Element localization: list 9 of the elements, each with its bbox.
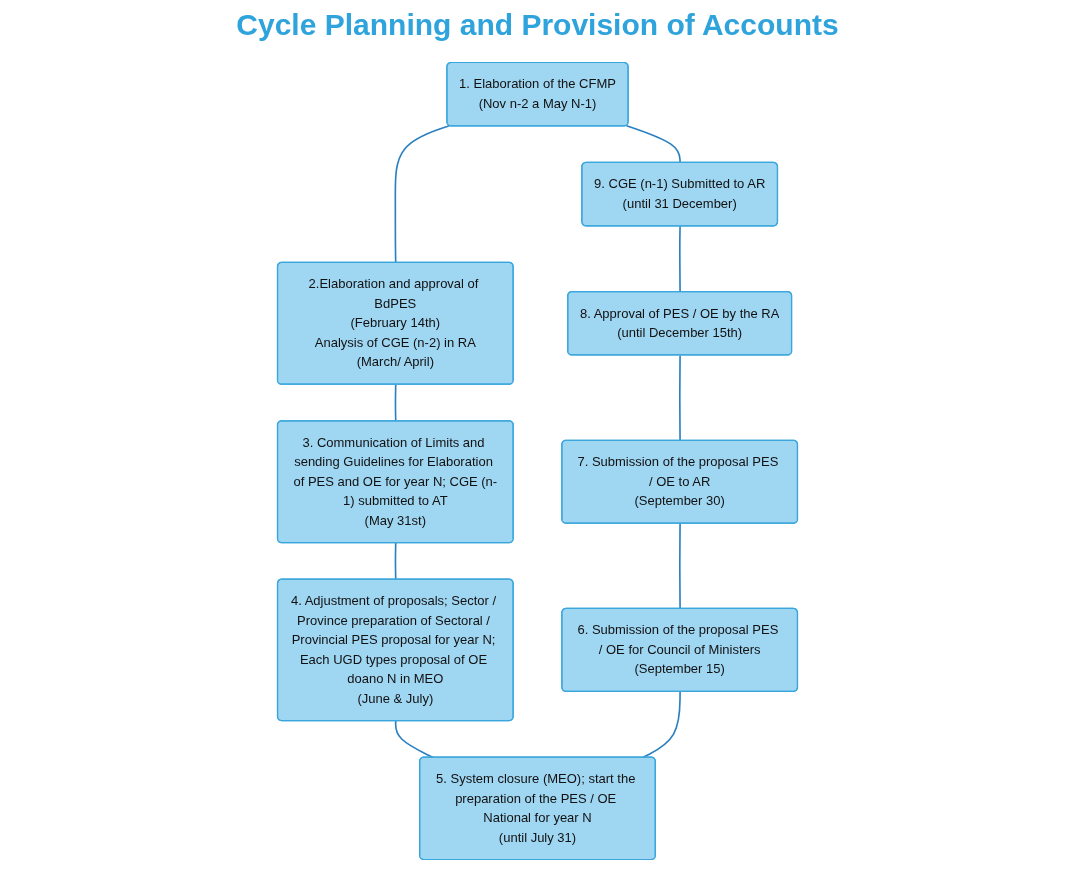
connector bbox=[679, 225, 681, 293]
connector bbox=[625, 124, 681, 164]
connector bbox=[394, 542, 397, 581]
diagram-title: Cycle Planning and Provision of Accounts bbox=[235, 8, 840, 42]
connector bbox=[394, 720, 434, 759]
connector bbox=[394, 383, 397, 422]
connector bbox=[394, 124, 451, 264]
connector bbox=[679, 354, 681, 442]
connector bbox=[679, 522, 681, 610]
